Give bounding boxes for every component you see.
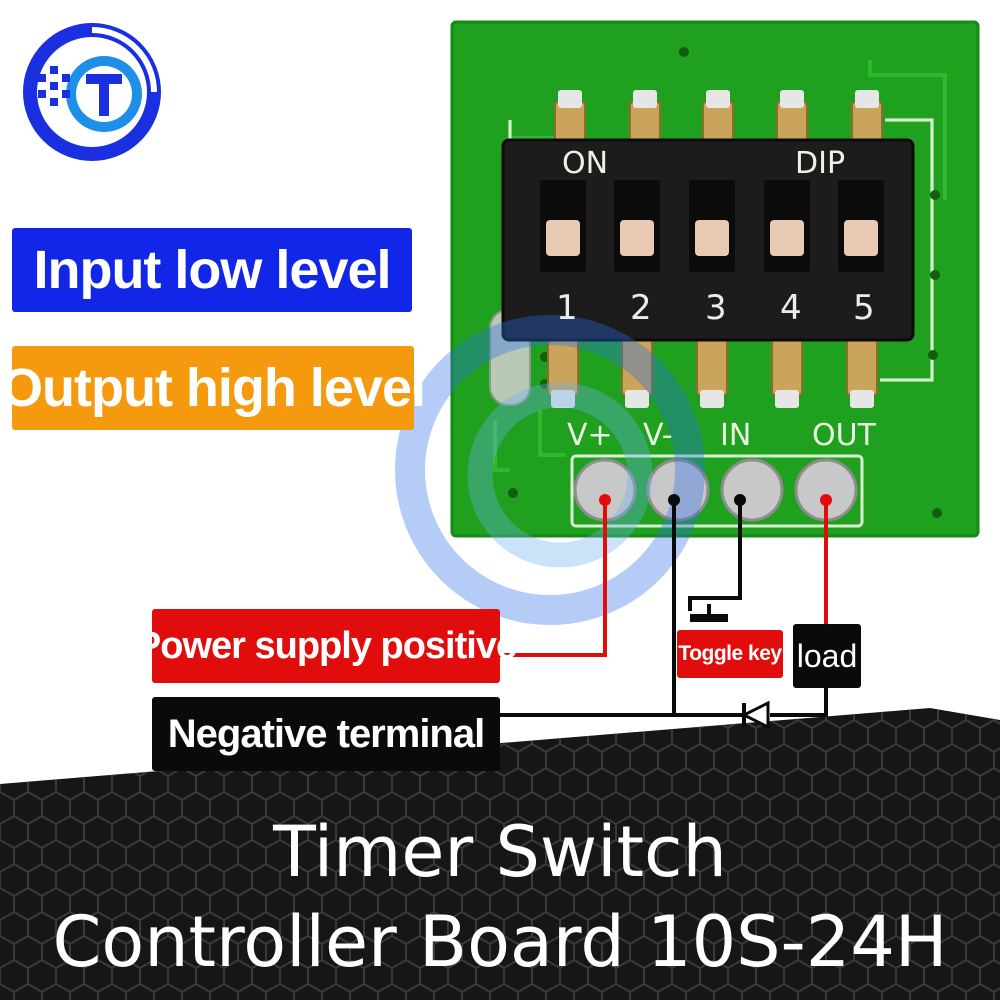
output-high-level-label: Output high level [1,346,426,430]
switch-number-3: 3 [705,288,727,328]
toggle-key-label: Toggle key [677,630,783,678]
product-title-line-1: Timer Switch [273,811,727,893]
pin-label-in: IN [720,418,752,453]
switch-number-2: 2 [630,288,652,328]
diode-icon [740,700,770,730]
push-button-icon [690,604,728,622]
switch-number-5: 5 [853,288,875,328]
input-low-level-label: Input low level [12,228,412,312]
switch-dip-text: DIP [795,146,846,181]
pin-label-vminus: V- [643,418,673,453]
switch-number-1: 1 [556,288,578,328]
pin-label-out: OUT [812,418,876,453]
negative-terminal-label: Negative terminal [152,697,500,771]
load-label: load [793,624,861,688]
switch-number-4: 4 [780,288,802,328]
brand-logo-icon [23,23,161,161]
switch-on-text: ON [562,146,609,181]
power-supply-positive-label: Power supply positive [136,609,517,683]
pin-label-vplus: V+ [567,418,613,453]
product-title-line-2: Controller Board 10S-24H [52,901,948,983]
